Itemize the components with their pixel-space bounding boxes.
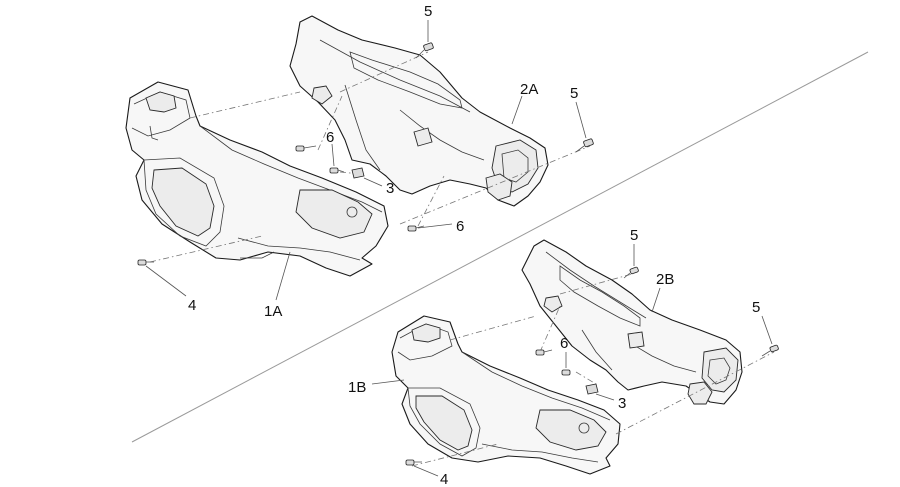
rear-cover-2a	[289, 15, 549, 207]
front-cover-1b	[391, 315, 621, 475]
leader-line	[371, 379, 405, 385]
callout-6-bottom-mid: 6	[560, 335, 568, 352]
assembly-axis	[559, 273, 633, 295]
screw-hole-icon	[346, 206, 358, 218]
assembly-axis	[149, 235, 263, 263]
screw-5-right-icon	[761, 344, 779, 357]
rear-cover-2b	[521, 239, 743, 405]
callout-6-top-mid: 6	[326, 129, 334, 146]
callout-3-bottom: 3	[618, 395, 626, 412]
callout-5-top-upper: 5	[424, 3, 432, 20]
callout-2b: 2B	[656, 271, 674, 288]
leader-line	[761, 315, 773, 345]
screw-6-mid-icon	[295, 145, 317, 152]
leader-line	[363, 177, 383, 187]
screw-4-front-icon	[405, 459, 422, 466]
divider-line	[131, 51, 869, 443]
screw-5-right-icon	[575, 138, 594, 153]
assembly-axis	[339, 51, 429, 93]
callout-5-bottom-right: 5	[752, 299, 760, 316]
screw-6-small-icon	[561, 369, 571, 376]
assembly-axis	[317, 95, 343, 151]
leader-line	[575, 101, 587, 139]
leader-line	[651, 287, 661, 313]
assembly-axis	[411, 443, 499, 467]
assembly-axis	[539, 305, 561, 353]
screw-6-lower-icon	[407, 225, 425, 232]
screw-hole-icon	[578, 422, 590, 434]
callout-6-top-lower: 6	[456, 218, 464, 235]
assembly-axis	[615, 351, 775, 435]
clip-3-icon	[351, 167, 365, 179]
callout-5-top-right: 5	[570, 85, 578, 102]
assembly-axis	[449, 315, 537, 341]
leader-line	[145, 265, 187, 297]
screw-6-mid-icon	[535, 349, 553, 356]
leader-line	[275, 251, 291, 301]
screw-6-small-icon	[329, 167, 345, 174]
leader-line	[417, 223, 453, 229]
callout-1a: 1A	[264, 303, 282, 320]
assembly-axis	[575, 371, 597, 385]
callout-3-top: 3	[386, 180, 394, 197]
screw-4-front-icon	[137, 259, 154, 266]
screw-5-upper-icon	[623, 266, 639, 279]
clip-3-icon	[585, 383, 599, 395]
front-cover-1a	[125, 81, 389, 277]
assembly-axis	[399, 145, 591, 225]
bottom-assembly: 5 2B 5 6 1B 3 4	[348, 227, 779, 487]
top-assembly: 5 2A 5 6 3 6 4 1A	[125, 3, 594, 320]
callout-1b: 1B	[348, 379, 366, 396]
leader-line	[331, 143, 335, 167]
leader-line	[413, 465, 439, 477]
leader-line	[511, 95, 523, 125]
callout-2a: 2A	[520, 81, 538, 98]
callout-5-bottom-upper: 5	[630, 227, 638, 244]
callout-4-top: 4	[188, 297, 196, 314]
callout-4-bottom: 4	[440, 471, 448, 487]
leader-line	[595, 393, 615, 401]
assembly-axis	[189, 91, 301, 119]
screw-5-upper-icon	[415, 42, 434, 59]
assembly-axis	[417, 175, 445, 227]
